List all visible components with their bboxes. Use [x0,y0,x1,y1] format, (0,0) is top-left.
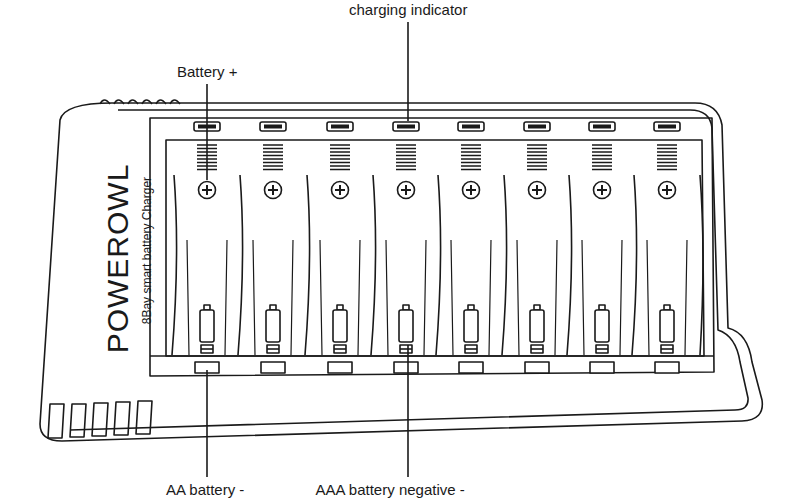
positive-symbol [594,182,611,199]
contact-ribs [592,145,612,170]
indicator-led [331,125,349,129]
indicator-led [528,125,546,129]
positive-symbol [332,182,349,199]
terminal-slot [525,362,549,373]
callout-label: Battery + [177,64,237,81]
bay-wall [451,240,491,355]
bay-divider [632,175,637,355]
battery-icon [266,310,280,342]
indicator-led [524,122,550,131]
terminal-slot [655,362,679,373]
negative-terminal [267,345,279,353]
positive-symbol [268,185,278,195]
bay-wall [386,240,426,355]
positive-symbol [401,185,411,195]
positive-symbol [466,185,476,195]
indicator-led [264,125,282,129]
battery-icon [200,310,214,342]
negative-terminal [400,345,412,353]
terminal-slot [459,362,483,373]
negative-terminal [596,345,608,353]
battery-icon [399,310,413,342]
positive-symbol [597,185,607,195]
negative-terminal [334,345,346,353]
negative-terminal [400,348,412,350]
bay-wall [320,240,360,355]
bay-divider [172,175,177,355]
contact-ribs [396,145,416,170]
negative-terminal [596,348,608,350]
negative-terminal [201,348,213,350]
bay-divider [700,175,703,355]
battery-icon [333,310,347,342]
negative-terminal [201,345,213,353]
positive-symbol [335,185,345,195]
positive-symbol [659,182,676,199]
bay-wall [647,240,687,355]
product-name: 8Bay smart battery Charger [141,176,154,323]
positive-symbol [202,185,212,195]
battery-icon [660,310,674,342]
indicator-led [327,122,353,131]
indicator-led [393,122,419,131]
positive-symbol [529,182,546,199]
bay-wall [253,240,293,355]
callout-label: AAA battery negative - [316,482,465,499]
negative-terminal [661,345,673,353]
terminal-slot [261,362,285,373]
battery-icon [595,310,609,342]
negative-terminal [531,348,543,350]
indicator-led [462,125,480,129]
contact-ribs [461,145,481,170]
indicator-led [593,125,611,129]
bay-divider [238,175,243,355]
positive-symbol [199,182,216,199]
terminal-slot [328,362,352,373]
battery-icon [530,310,544,342]
terminal-slot [394,362,418,373]
negative-terminal [661,348,673,350]
negative-terminal [531,345,543,353]
indicator-led [589,122,615,131]
terminal-slot [590,362,614,373]
bay-wall [517,240,557,355]
positive-symbol [662,185,672,195]
bay-wall [582,240,622,355]
negative-terminal [465,348,477,350]
bay-divider [567,175,572,355]
indicator-led [654,122,680,131]
positive-symbol [398,182,415,199]
contact-ribs [330,145,350,170]
positive-symbol [265,182,282,199]
contact-ribs [527,145,547,170]
bay-divider [371,175,376,355]
bay-divider [436,175,441,355]
battery-icon [464,310,478,342]
callout-label: charging indicator [349,2,467,19]
negative-terminal [465,345,477,353]
positive-symbol [532,185,542,195]
indicator-led [260,122,286,131]
bay-divider [502,175,507,355]
negative-terminal [334,348,346,350]
bay-divider [305,175,310,355]
bay-wall [187,240,227,355]
indicator-led [658,125,676,129]
brand-name: POWEROWL [101,163,134,353]
negative-terminal [267,348,279,350]
positive-symbol [463,182,480,199]
contact-ribs [263,145,283,170]
indicator-led [458,122,484,131]
callout-label: AA battery - [166,482,244,499]
contact-ribs [657,145,677,170]
indicator-led [397,125,415,129]
